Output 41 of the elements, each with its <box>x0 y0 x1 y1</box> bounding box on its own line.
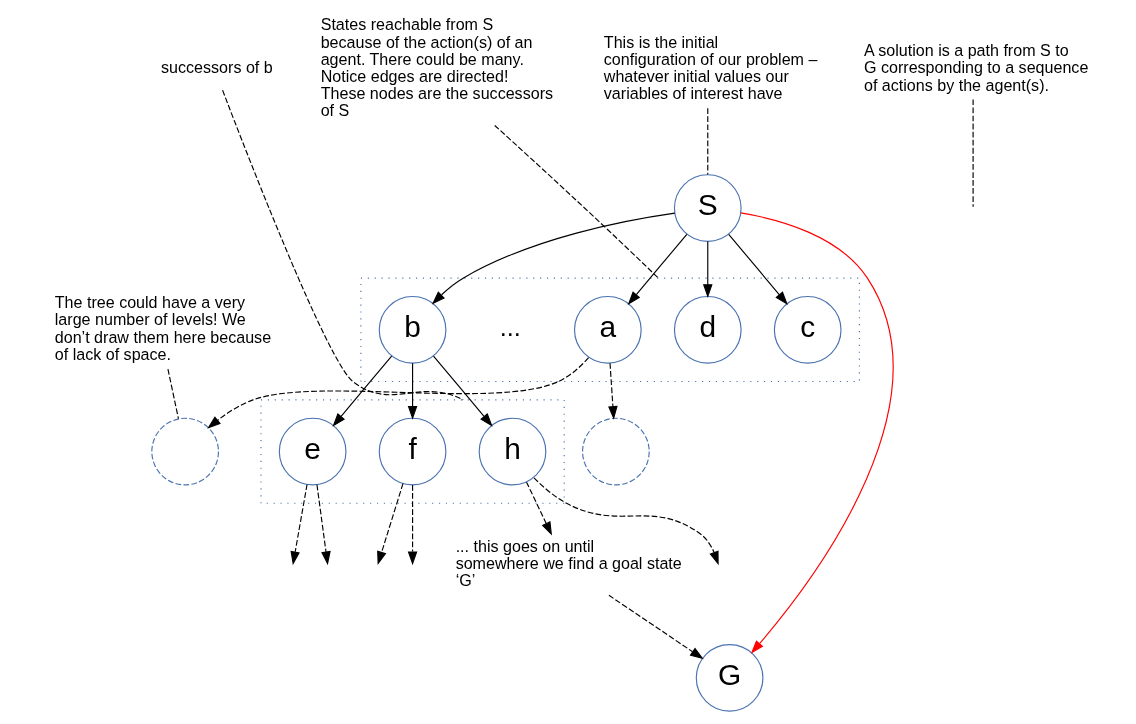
arrow <box>331 355 392 427</box>
node-text: A solution is a path from S to G corresponding to a sequence of actions by the agent(s). <box>863 41 1088 94</box>
arrow <box>432 355 493 427</box>
node-circle: G <box>695 644 763 712</box>
node-text: successors of b <box>160 58 273 77</box>
connector <box>166 368 179 420</box>
node-text: The tree could have a very large number of levels! We don’t draw them here because of lack of space. <box>54 293 271 363</box>
cluster <box>359 277 860 383</box>
connector <box>972 99 974 208</box>
node-text: States reachable from S because of the action(s) of an agent. There could be many. Notice edges are directed! These nodes are the successors of S <box>320 15 553 120</box>
arrow <box>376 483 404 566</box>
arrow <box>431 212 675 305</box>
node-circle: S <box>673 174 742 242</box>
node-circle: a <box>573 295 642 364</box>
arrow <box>206 357 589 429</box>
connector <box>493 124 659 279</box>
arrow <box>290 483 308 566</box>
arrow <box>727 233 788 305</box>
arrow <box>607 594 704 660</box>
arrow <box>532 477 719 566</box>
node-text: ... this goes on until somewhere we find a goal state ‘G’ <box>455 536 682 590</box>
arrow <box>702 241 713 299</box>
connector <box>706 107 708 176</box>
node-circle: h <box>478 417 546 486</box>
node-circle: f <box>378 417 446 486</box>
arrow <box>739 212 893 654</box>
node-circle: e <box>278 417 347 486</box>
arrow <box>627 233 687 305</box>
connector <box>221 89 464 401</box>
cluster <box>259 399 565 504</box>
node-circle: b <box>378 295 446 364</box>
arrow <box>525 481 552 536</box>
node-circle: d <box>673 295 742 364</box>
arrow <box>315 484 331 566</box>
node-circle <box>581 417 650 486</box>
arrow <box>607 362 618 420</box>
arrow <box>407 362 417 420</box>
node-text: This is the initial configuration of our problem – whatever initial values our variables of interest have <box>603 32 817 103</box>
arrow <box>407 484 417 566</box>
label: ... <box>499 313 521 342</box>
node-circle: c <box>773 295 842 364</box>
